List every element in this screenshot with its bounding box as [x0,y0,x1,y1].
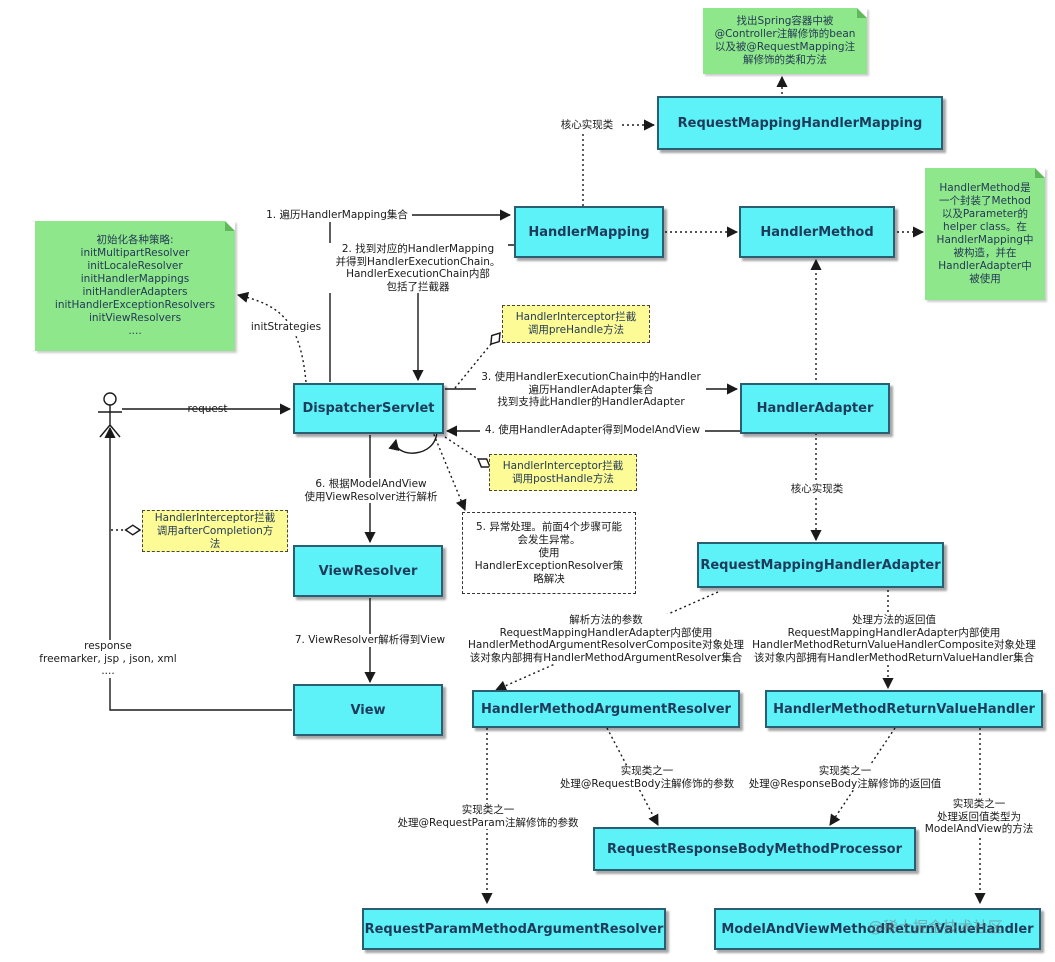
label-core-impl-top: 核心实现类 [552,119,622,132]
edge-response [104,426,292,711]
label-step4: 4. 使用HandlerAdapter得到ModelAndView [480,424,705,437]
note-pre-handle: HandlerInterceptor拦截 调用preHandle方法 [502,305,650,343]
label-core-impl-mid: 核心实现类 [784,483,850,496]
edge-core-top [582,119,656,206]
box-handler-method[interactable]: HandlerMethod [739,206,895,258]
box-request-mapping-handler-mapping[interactable]: RequestMappingHandlerMapping [657,96,943,150]
box-request-param-method-argument-resolver[interactable]: RequestParamMethodArgumentResolver [362,908,666,950]
note-spring-container: 找出Spring容器中被 @Controller注解修饰的bean 以及被@Re… [703,8,867,74]
label-request: request [187,403,228,415]
edge-exception [429,424,467,512]
box-view[interactable]: View [293,684,443,736]
note-handler-method-desc: HandlerMethod是 一个封装了Method 以及Parameter的 … [925,168,1045,300]
edge-init [236,291,307,383]
note-init-strategies: 初始化各种策略: initMultipartResolver initLocal… [35,221,235,351]
label-init-strategies: initStrategies [246,321,326,334]
label-step7: 7. ViewResolver解析得到View [290,634,450,647]
edge-self-loop [388,429,438,454]
box-request-response-body-method-processor[interactable]: RequestResponseBodyMethodProcessor [593,827,916,871]
box-handler-method-return-value-handler[interactable]: HandlerMethodReturnValueHandler [765,690,1043,728]
edge-impl-reqbody [606,727,659,826]
edge-pre-handle [454,333,500,389]
box-dispatcher-servlet[interactable]: DispatcherServlet [293,383,444,434]
box-handler-method-argument-resolver[interactable]: HandlerMethodArgumentResolver [472,690,740,728]
label-step3: 3. 使用HandlerExecutionChain中的Handler 遍历Ha… [476,371,706,409]
label-step1: 1. 遍历HandlerMapping集合 [262,209,412,222]
label-impl-respbody: 实现类之一 处理@ResponseBody注解修饰的返回值 [740,765,950,790]
label-parse-args: 解析方法的参数 RequestMappingHandlerAdapter内部使用… [460,614,752,664]
box-view-resolver[interactable]: ViewResolver [293,545,443,597]
box-model-and-view-method-return-value-handler[interactable]: ModelAndViewMethodReturnValueHandler [714,908,1041,950]
note-after-completion: HandlerInterceptor拦截 调用afterCompletion方 … [142,510,288,552]
note-post-handle: HandlerInterceptor拦截 调用postHandle方法 [489,454,637,491]
user-actor-icon [98,392,122,438]
label-response: response freemarker, jsp , json, xml ...… [38,640,178,678]
watermark: @稀土掘金技术社区 [868,918,1004,936]
label-impl-reqbody: 实现类之一 处理@RequestBody注解修饰的参数 [552,765,742,790]
box-request-mapping-handler-adapter[interactable]: RequestMappingHandlerAdapter [697,542,944,588]
label-impl-reqparam: 实现类之一 处理@RequestParam注解修饰的参数 [390,804,586,829]
label-impl-mav: 实现类之一 处理返回值类型为 ModelAndView的方法 [920,798,1038,836]
edge-step1 [329,209,512,382]
label-handle-return: 处理方法的返回值 RequestMappingHandlerAdapter内部使… [745,614,1043,664]
note-exception: 5. 异常处理。前面4个步骤可能 会发生异常。 使用 HandlerExcept… [462,512,636,594]
label-step6: 6. 根据ModelAndView 使用ViewResolver进行解析 [296,478,446,503]
box-handler-adapter[interactable]: HandlerAdapter [740,383,890,434]
edge-post-handle [444,436,490,467]
label-step2: 2. 找到对应的HandlerMapping 并得到HandlerExecuti… [328,243,508,293]
box-handler-mapping[interactable]: HandlerMapping [514,206,664,258]
